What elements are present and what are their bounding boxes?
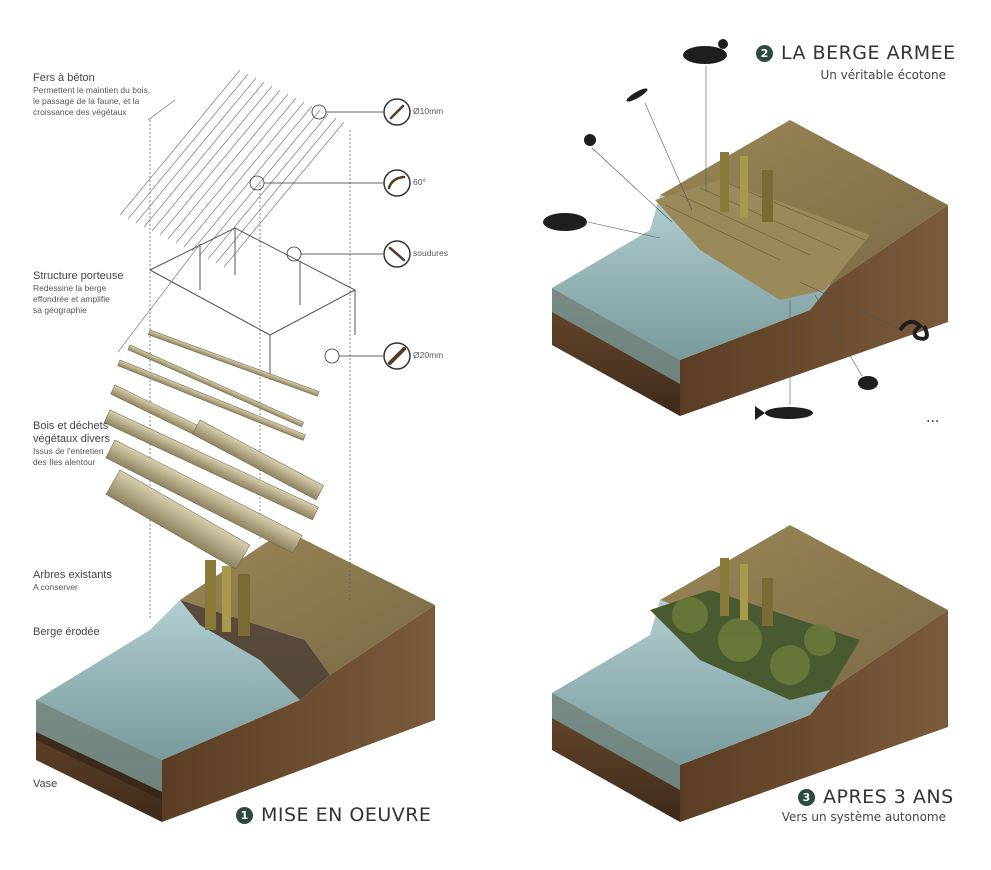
step-3-subtitle: Vers un système autonome (781, 810, 946, 824)
label-bois-desc-2: des Iles alentour (33, 457, 96, 467)
callout-icons (387, 104, 406, 365)
duck-icon (683, 46, 727, 64)
fauna-leaders (587, 66, 899, 405)
logs-pile (103, 329, 324, 570)
label-leaders (117, 99, 201, 353)
step-3-number: 3 (798, 788, 815, 806)
step-1-number: 1 (236, 806, 253, 824)
callout-soudures: soudures (413, 248, 448, 258)
label-bois-desc-1: Issus de l'entretien (33, 446, 104, 456)
step-3-title: APRES 3 ANS (823, 786, 954, 808)
block-1-bank (36, 530, 435, 822)
step-2-heading: 2 LA BERGE ARMEE (756, 42, 956, 64)
callouts (249, 98, 411, 370)
label-bois-title-2: végétaux divers (33, 433, 111, 445)
label-structure-title: Structure porteuse (33, 270, 124, 282)
dragonfly-icon (626, 88, 648, 102)
step-2-number: 2 (756, 44, 773, 62)
frog-icon (858, 376, 878, 390)
label-fers-desc-3: croissance des végétaux (33, 107, 127, 117)
label-fers-title: Fers à béton (33, 72, 95, 84)
fauna-ellipsis: ... (926, 410, 940, 426)
label-fers-desc-1: Permettent le maintien du bois, (33, 85, 151, 95)
label-structure-desc-2: effondrée et amplifie (33, 294, 110, 304)
label-fers: Fers à béton Permettent le maintien du b… (33, 72, 150, 118)
rebar-mesh (119, 69, 345, 268)
step-3-heading: 3 APRES 3 ANS (798, 786, 954, 808)
block-3-bank (552, 525, 948, 822)
label-vase-title: Vase (33, 778, 58, 790)
label-structure: Structure porteuse Redessine la berge ef… (33, 270, 124, 316)
fauna-silhouettes (543, 39, 929, 420)
snake-icon (898, 319, 929, 341)
label-bois-title-1: Bois et déchets (33, 420, 109, 432)
label-berge-title: Berge érodée (33, 626, 100, 638)
beaver-icon (543, 213, 587, 231)
label-berge: Berge érodée (33, 626, 100, 639)
label-arbres-title: Arbres existants (33, 569, 112, 581)
step-1-heading: 1 MISE EN OEUVRE (236, 804, 431, 826)
callout-d20: Ø20mm (413, 350, 444, 360)
label-arbres-desc: A conserver (33, 582, 78, 592)
label-fers-desc-2: le passage de la faune, et la (33, 96, 140, 106)
guide-lines (149, 120, 351, 620)
flower-icon (584, 134, 596, 146)
label-structure-desc-1: Redessine la berge (33, 283, 107, 293)
step-1-title: MISE EN OEUVRE (261, 804, 432, 826)
label-bois: Bois et déchets végétaux divers Issus de… (33, 420, 110, 468)
callout-angle: 60° (413, 177, 426, 187)
support-frame (149, 227, 357, 380)
step-2-subtitle: Un véritable écotone (820, 68, 946, 82)
fish-icon (765, 407, 813, 419)
label-vase: Vase (33, 778, 57, 791)
label-arbres: Arbres existants A conserver (33, 569, 112, 593)
block-2-bank (552, 120, 948, 416)
callout-d10: Ø10mm (413, 106, 444, 116)
label-structure-desc-3: sa géographie (33, 305, 87, 315)
step-2-title: LA BERGE ARMEE (781, 42, 956, 64)
